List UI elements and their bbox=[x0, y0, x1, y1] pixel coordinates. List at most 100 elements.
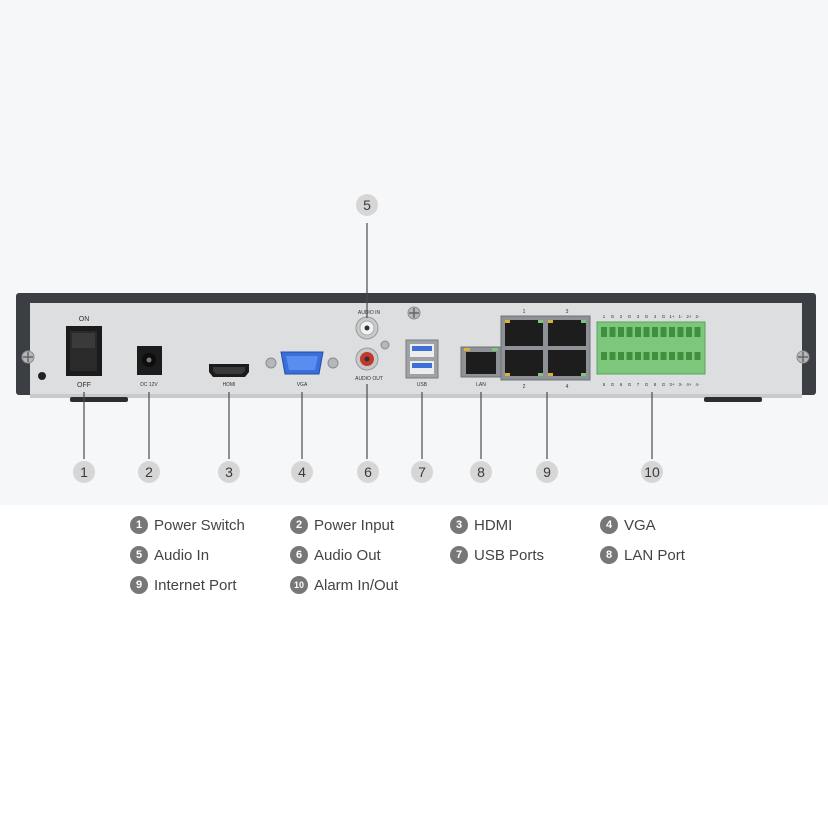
legend-item-hdmi: 3 HDMI bbox=[450, 515, 512, 535]
alarm-terminal-slot[interactable] bbox=[618, 327, 624, 337]
legend-num: 9 bbox=[130, 576, 148, 594]
screw-right bbox=[796, 350, 810, 364]
alarm-pin-label: 4 bbox=[654, 314, 657, 319]
lan-port[interactable] bbox=[460, 346, 502, 378]
poe-port-1[interactable] bbox=[505, 320, 543, 346]
legend-item-audio-out: 6 Audio Out bbox=[290, 545, 381, 565]
callout-1: 1 bbox=[73, 461, 95, 483]
alarm-terminal-slot[interactable] bbox=[601, 327, 607, 337]
alarm-terminal-slot[interactable] bbox=[635, 352, 641, 360]
foot-right bbox=[704, 397, 762, 402]
usb-label: USB bbox=[417, 382, 428, 388]
alarm-terminal-slot[interactable] bbox=[609, 352, 616, 360]
alarm-terminal-block[interactable] bbox=[596, 321, 706, 375]
foot-left bbox=[70, 397, 128, 402]
alarm-terminal-slot[interactable] bbox=[635, 327, 641, 337]
alarm-terminal-slot[interactable] bbox=[669, 352, 675, 360]
alarm-terminal-slot[interactable] bbox=[660, 327, 667, 337]
poe-port-4[interactable] bbox=[548, 350, 586, 376]
alarm-terminal-slot[interactable] bbox=[601, 352, 607, 360]
alarm-pin-label: 3- bbox=[678, 382, 683, 387]
audio-in-label: AUDIO IN bbox=[358, 310, 381, 316]
alarm-terminal-slots bbox=[601, 327, 701, 360]
lan-label: LAN bbox=[476, 382, 486, 388]
alarm-pin-label: 7 bbox=[637, 382, 640, 387]
callout-9: 9 bbox=[536, 461, 558, 483]
alarm-terminal-slot[interactable] bbox=[694, 327, 701, 337]
audio-in-jack[interactable] bbox=[355, 316, 379, 340]
legend-item-internet-port: 9 Internet Port bbox=[130, 575, 237, 595]
alarm-terminal-slot[interactable] bbox=[694, 352, 701, 360]
poe-label-2: 2 bbox=[523, 384, 526, 390]
legend-item-alarm: 10 Alarm In/Out bbox=[290, 575, 398, 595]
legend-item-vga: 4 VGA bbox=[600, 515, 656, 535]
vga-port[interactable] bbox=[265, 351, 339, 375]
callout-leaders bbox=[83, 223, 653, 459]
hdmi-port[interactable] bbox=[209, 364, 249, 377]
alarm-terminal-slot[interactable] bbox=[660, 352, 667, 360]
alarm-pin-label: 4+ bbox=[686, 382, 692, 387]
alarm-pin-label: 5 bbox=[603, 382, 606, 387]
alarm-terminal-slot[interactable] bbox=[686, 352, 692, 360]
alarm-pin-label: G bbox=[611, 314, 615, 319]
legend-item-lan-port: 8 LAN Port bbox=[600, 545, 685, 565]
legend-item-power-input: 2 Power Input bbox=[290, 515, 394, 535]
nvr-rear-panel: ON OFF DC 12V HDMI VGA AUDIO IN AUDIO OU… bbox=[16, 223, 816, 459]
poe-label-4: 4 bbox=[566, 384, 569, 390]
alarm-pin-label: 1- bbox=[678, 314, 683, 319]
screw-top bbox=[407, 306, 421, 320]
legend-num: 7 bbox=[450, 546, 468, 564]
usb-ports[interactable] bbox=[405, 339, 439, 379]
legend-label: Alarm In/Out bbox=[314, 576, 399, 594]
alarm-terminal-slot[interactable] bbox=[609, 327, 616, 337]
alarm-terminal-slot[interactable] bbox=[652, 352, 658, 360]
alarm-terminal-slot[interactable] bbox=[652, 327, 658, 337]
alarm-pin-label: 2+ bbox=[686, 314, 692, 319]
audio-out-jack[interactable] bbox=[355, 347, 379, 371]
legend-num: 1 bbox=[130, 516, 148, 534]
alarm-pin-label: G bbox=[662, 314, 666, 319]
callout-7: 7 bbox=[411, 461, 433, 483]
power-off-label: OFF bbox=[77, 382, 91, 389]
callout-2: 2 bbox=[138, 461, 160, 483]
alarm-terminal-slot[interactable] bbox=[643, 327, 650, 337]
alarm-pin-label: G bbox=[645, 314, 649, 319]
poe-label-3: 3 bbox=[566, 309, 569, 315]
alarm-pin-label: 3+ bbox=[669, 382, 675, 387]
alarm-terminal-slot[interactable] bbox=[686, 327, 692, 337]
alarm-terminal-slot[interactable] bbox=[677, 352, 684, 360]
legend-label: Power Input bbox=[314, 516, 395, 534]
legend-item-audio-in: 5 Audio In bbox=[130, 545, 209, 565]
legend-label: Audio In bbox=[154, 546, 210, 564]
alarm-pin-label: 8 bbox=[654, 382, 657, 387]
callout-10: 10 bbox=[641, 461, 663, 483]
callout-5-top: 5 bbox=[356, 194, 378, 216]
alarm-terminal-slot[interactable] bbox=[626, 352, 633, 360]
alarm-terminal-slot[interactable] bbox=[643, 352, 650, 360]
legend-num: 3 bbox=[450, 516, 468, 534]
alarm-terminal-slot[interactable] bbox=[618, 352, 624, 360]
dc-power-jack[interactable] bbox=[137, 346, 162, 375]
legend-num: 10 bbox=[290, 576, 308, 594]
legend-label: Audio Out bbox=[314, 546, 381, 564]
dc-label: DC 12V bbox=[140, 382, 158, 388]
alarm-terminal-slot[interactable] bbox=[677, 327, 684, 337]
legend-label: VGA bbox=[624, 516, 656, 534]
legend-label: USB Ports bbox=[474, 546, 545, 564]
poe-port-2[interactable] bbox=[505, 350, 543, 376]
alarm-pin-label: G bbox=[611, 382, 615, 387]
alarm-terminal-slot[interactable] bbox=[626, 327, 633, 337]
alarm-terminal-slot[interactable] bbox=[669, 327, 675, 337]
alarm-pin-label: G bbox=[662, 382, 666, 387]
poe-port-3[interactable] bbox=[548, 320, 586, 346]
power-on-label: ON bbox=[79, 316, 90, 323]
alarm-pin-label: 6 bbox=[620, 382, 623, 387]
reset-hole bbox=[38, 372, 46, 380]
alarm-pin-label: 2 bbox=[620, 314, 623, 319]
power-switch[interactable] bbox=[66, 326, 102, 376]
audio-out-label: AUDIO OUT bbox=[355, 376, 383, 382]
alarm-pin-label: G bbox=[645, 382, 649, 387]
legend-num: 6 bbox=[290, 546, 308, 564]
legend: 1 Power Switch 2 Power Input 3 HDMI 4 VG… bbox=[0, 505, 828, 828]
